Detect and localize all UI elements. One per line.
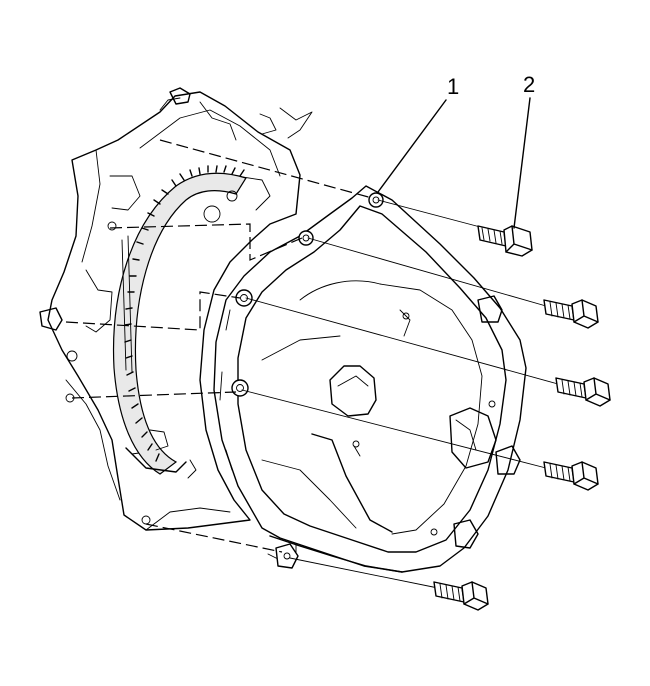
leader-line-1 — [377, 99, 447, 193]
bolt-second — [543, 299, 599, 329]
bolt-lower — [433, 581, 489, 611]
callout-1-label: 1 — [447, 74, 459, 99]
transaxle-cover — [213, 185, 527, 573]
alignment-lines-rear — [65, 139, 373, 553]
bolt-alignment-lines — [241, 199, 559, 589]
leader-line-2 — [513, 97, 531, 229]
ring-gear — [112, 165, 247, 479]
callout-2-label: 2 — [523, 72, 535, 97]
bolt-third — [555, 377, 611, 407]
bolt-upper — [477, 225, 533, 257]
bolt-fourth — [543, 461, 599, 491]
callout-leaders — [377, 97, 531, 229]
